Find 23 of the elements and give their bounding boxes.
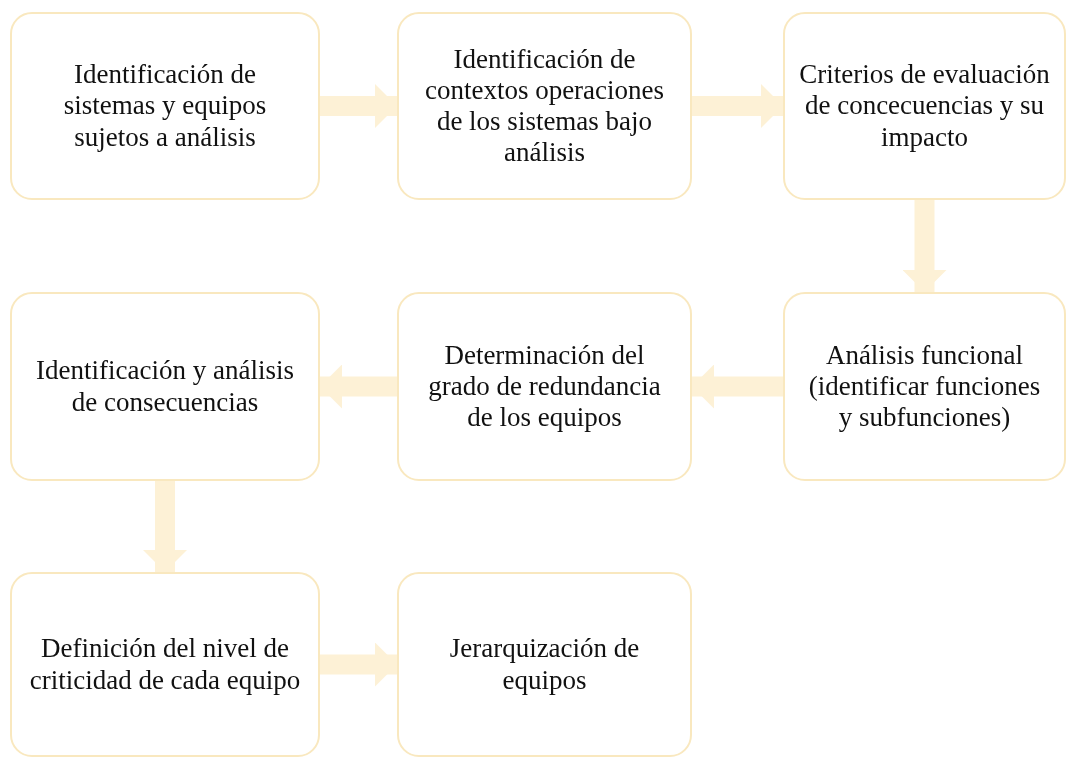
process-box [783,12,1066,200]
block-arrow [902,200,947,292]
step-text: Criterios de evaluación de concecuencias y su impacto [799,59,1050,153]
block-arrow [320,84,397,128]
block-arrow [692,364,783,409]
block-arrow [320,642,397,687]
process-box [397,12,692,200]
step-text: Determinación del grado de redundancia de los equipos [427,339,662,434]
process-box [10,572,320,757]
step-text: Identificación de sistemas y equipos sujetos a análisis [62,59,268,153]
block-arrow [143,481,187,572]
process-box [10,292,320,481]
process-box [397,292,692,481]
process-box [397,572,692,757]
step-text: Identificación y análisis de consecuencias [35,355,295,418]
block-arrow [320,364,397,409]
block-arrow [692,84,783,128]
step-text: Análisis funcional (identificar funciones y subfunciones) [807,339,1042,434]
process-box [783,292,1066,481]
step-text: Definición del nivel de criticidad de cada equipo [28,633,302,696]
step-text: Identificación de contextos operaciones de los sistemas bajo análisis [423,43,666,169]
step-text: Jerarquización de equipos [448,633,641,696]
process-box [10,12,320,200]
